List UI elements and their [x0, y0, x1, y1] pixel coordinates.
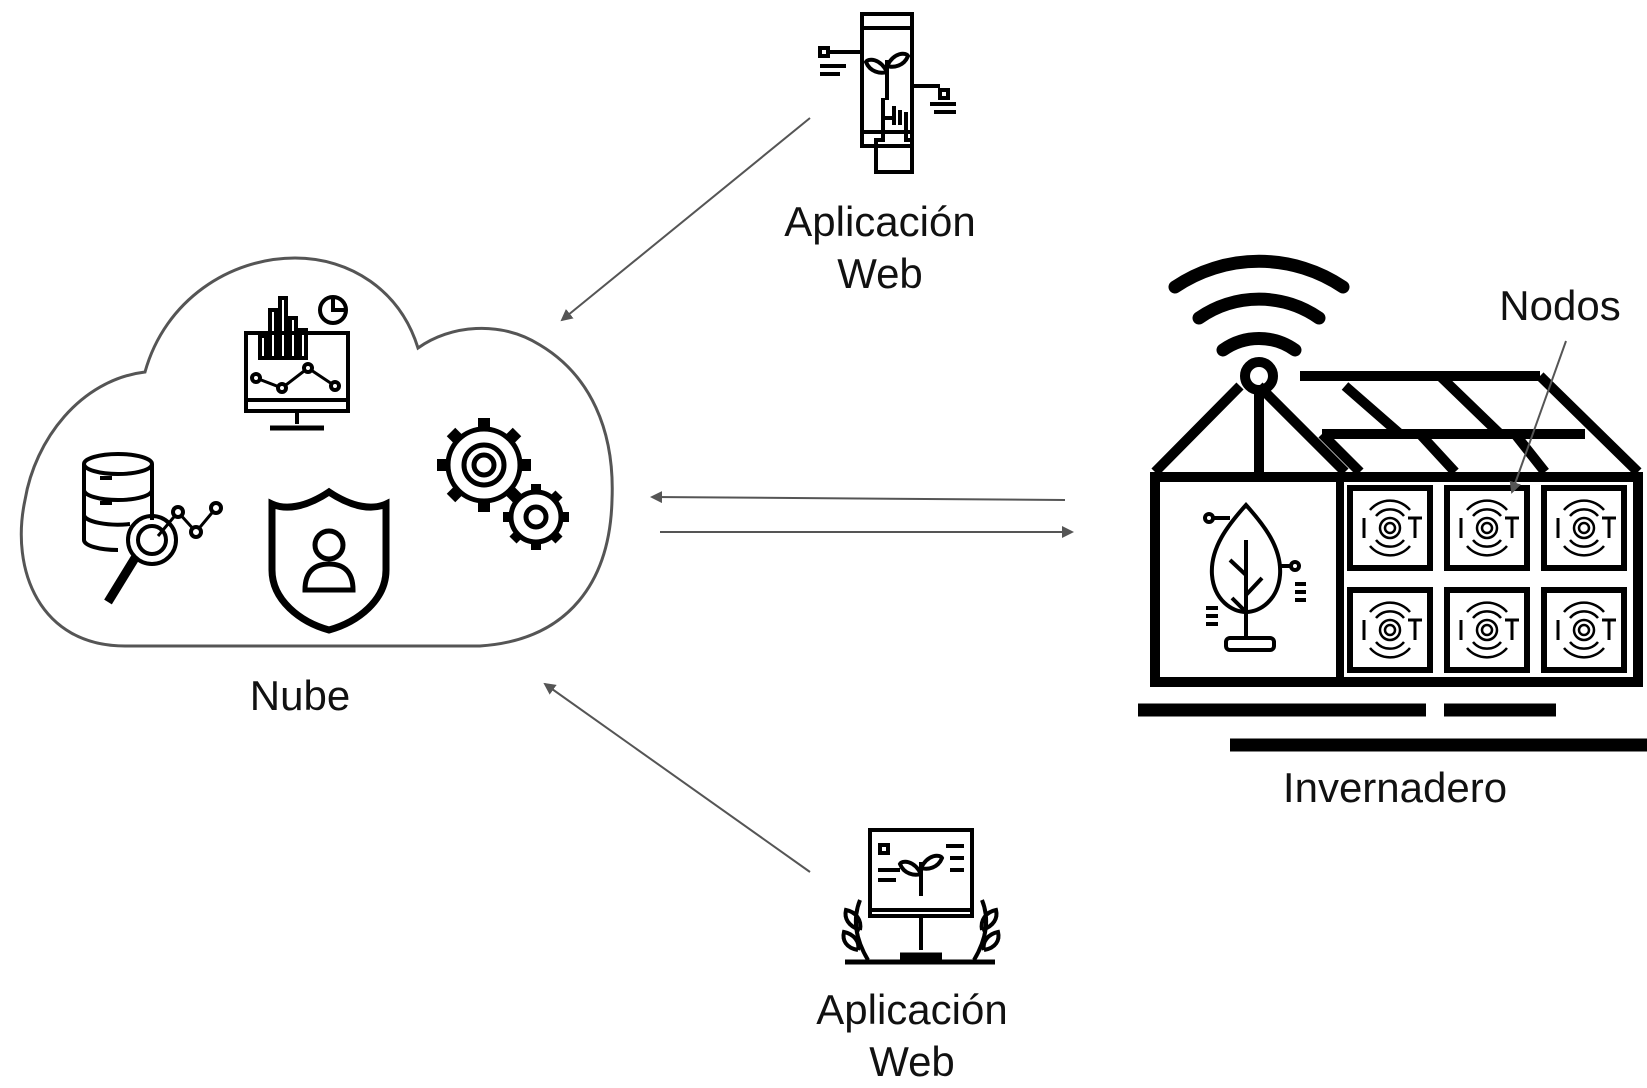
analytics-monitor-icon	[244, 295, 350, 431]
plant-leaf-circuit-icon	[1203, 502, 1306, 652]
arrow-web-bottom-to-cloud	[543, 682, 811, 873]
cloud-shape	[19, 256, 614, 648]
shield-user-icon	[268, 487, 390, 634]
smartphone-plant-touch-icon	[818, 12, 956, 174]
arrow-web-top-to-cloud	[560, 117, 811, 322]
web-app-bottom-line2: Web	[869, 1038, 955, 1085]
monitor-plant-icon	[841, 828, 1001, 965]
nodes-label: Nodos	[1499, 282, 1621, 329]
wifi-antenna-icon	[1168, 254, 1350, 395]
greenhouse-label: Invernadero	[1282, 764, 1508, 811]
iot-node-icon	[1544, 590, 1624, 670]
arrow-greenhouse-to-cloud	[650, 491, 1066, 504]
web-app-top-line2: Web	[837, 250, 923, 297]
iot-node-icon	[1350, 590, 1430, 670]
greenhouse-icon	[1138, 254, 1647, 752]
web-app-bottom-line1: Aplicación	[816, 986, 1008, 1033]
iot-node-icon	[1544, 488, 1624, 568]
iot-node-icon	[1447, 590, 1527, 670]
database-search-icon	[82, 452, 223, 605]
iot-node-icon	[1350, 488, 1430, 568]
iot-node-icon	[1447, 488, 1527, 568]
nodes-pointer-arrow	[1509, 340, 1567, 494]
web-app-bottom-label: Aplicación Web	[792, 984, 1032, 1088]
cloud-label: Nube	[249, 672, 351, 719]
web-app-top-line1: Aplicación	[784, 198, 976, 245]
gears-icon	[437, 418, 569, 550]
web-app-top-label: Aplicación Web	[760, 196, 1000, 300]
